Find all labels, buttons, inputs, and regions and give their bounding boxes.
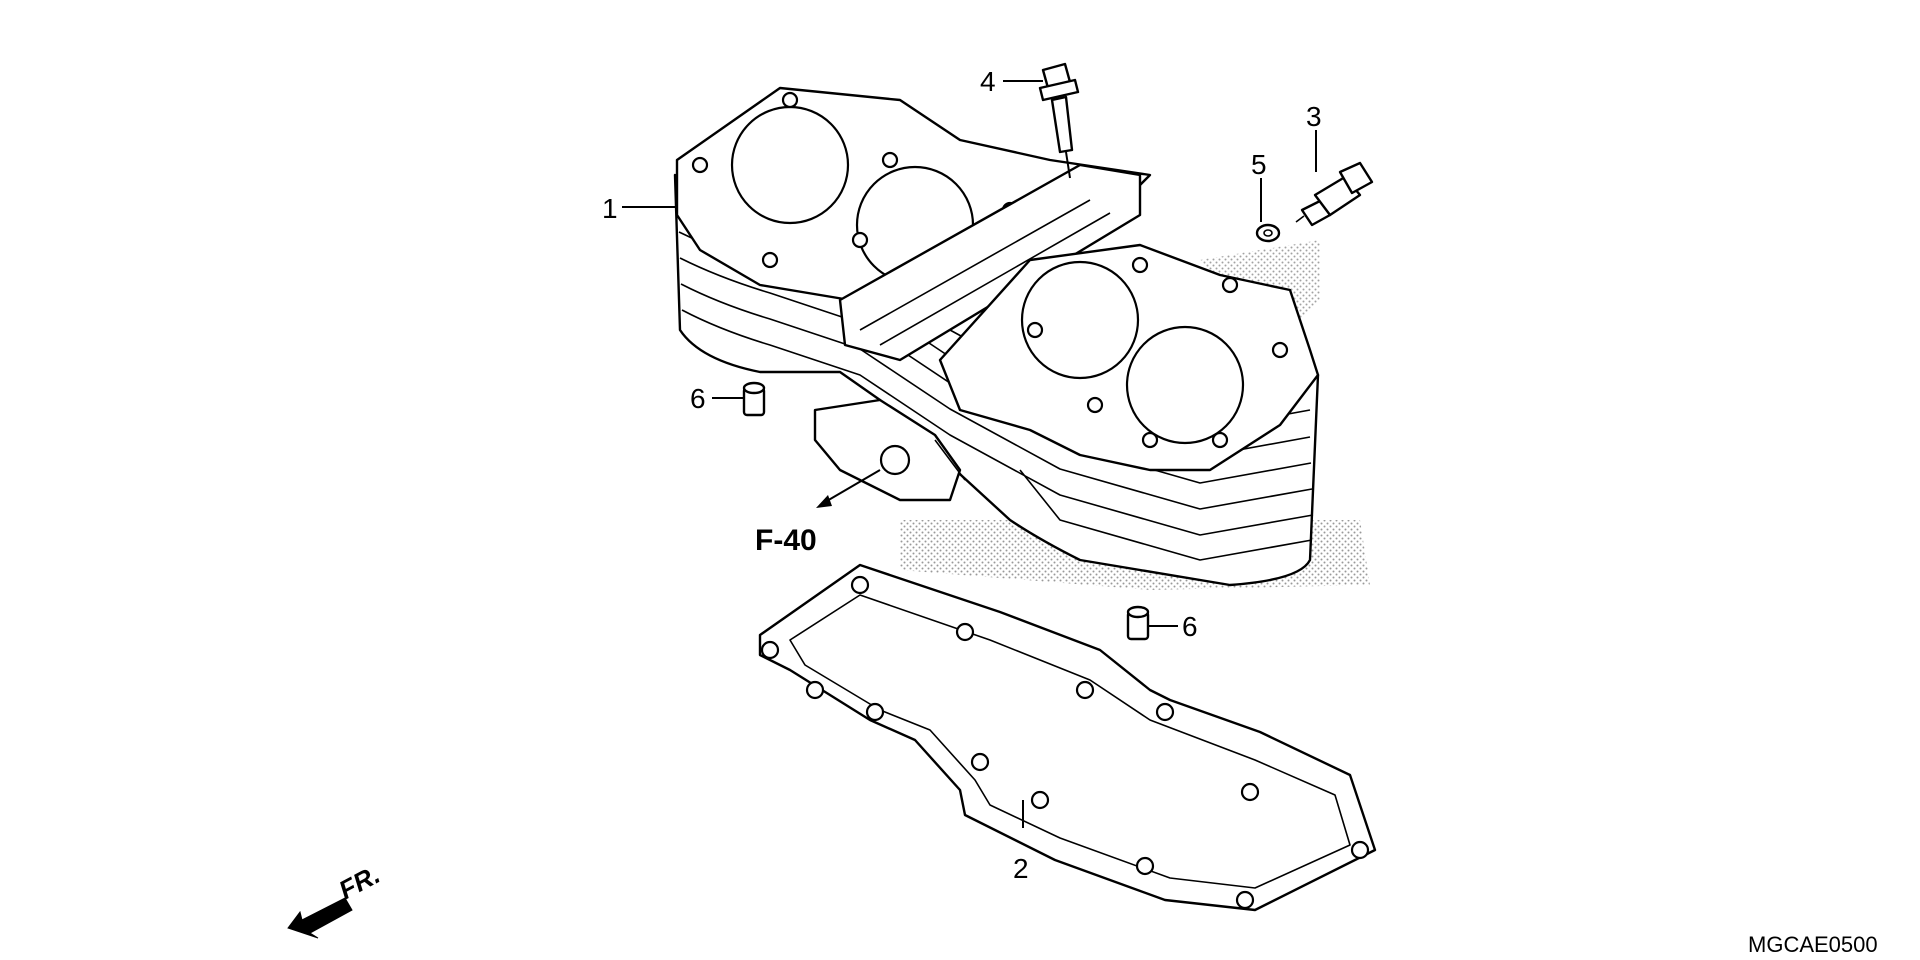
dowel-pin-part-upper (742, 381, 766, 417)
dowel-pin-part-lower (1126, 605, 1150, 641)
reference-label: F-40 (755, 524, 817, 557)
callout-6-label-lower: 6 (1182, 611, 1198, 642)
drawing-code: MGCAE0500 (1748, 932, 1878, 957)
cylinder-block-part (673, 86, 1320, 587)
callout-3-label: 3 (1306, 101, 1322, 132)
front-direction-arrow (287, 897, 353, 939)
bolt-part (1038, 62, 1080, 154)
callout-5-label: 5 (1251, 149, 1267, 180)
washer-part (1255, 223, 1281, 243)
callout-4-label: 4 (980, 66, 996, 97)
temperature-sensor-part (1295, 161, 1374, 227)
base-gasket-part (758, 563, 1377, 912)
front-indicator-label: FR. (334, 859, 385, 905)
callout-2-label: 2 (1013, 853, 1029, 884)
reference-arrow (816, 469, 881, 508)
callout-1-label: 1 (602, 193, 618, 224)
callout-6-label-upper: 6 (690, 383, 706, 414)
leader-lines (622, 80, 1317, 828)
